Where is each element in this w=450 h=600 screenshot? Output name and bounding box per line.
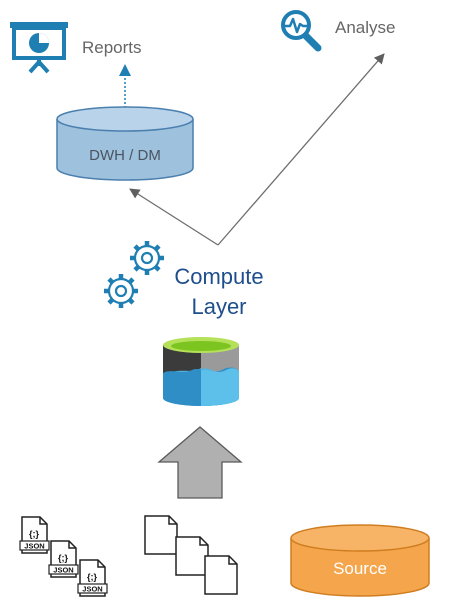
analyse-label: Analyse <box>335 18 395 37</box>
analyse-connector <box>217 53 385 246</box>
dwh-cylinder <box>56 106 194 181</box>
json-tag-2: JSON <box>53 566 73 575</box>
gears-icon <box>104 241 164 308</box>
up-arrow <box>157 426 243 499</box>
source-cylinder <box>290 524 430 597</box>
presentation-board-icon <box>10 22 68 74</box>
compute-label-line2: Layer <box>191 294 246 319</box>
magnifier-chart-icon <box>281 10 322 52</box>
json-braces-1: {;} <box>29 529 39 539</box>
data-lake-icon <box>163 337 239 406</box>
reports-label: Reports <box>82 38 142 57</box>
reports-arrowhead <box>119 64 131 76</box>
json-braces-2: {;} <box>58 553 68 563</box>
json-file-icon: {;} JSON {;} JSON {;} JSON <box>19 516 108 597</box>
json-tag-3: JSON <box>82 585 102 594</box>
json-tag-1: JSON <box>24 542 44 551</box>
json-braces-3: {;} <box>87 572 97 582</box>
dwh-label: DWH / DM <box>89 147 161 164</box>
dwh-connector <box>129 188 219 246</box>
document-stack-icon <box>144 515 238 595</box>
compute-label-line1: Compute <box>174 264 263 289</box>
source-label: Source <box>333 559 387 578</box>
